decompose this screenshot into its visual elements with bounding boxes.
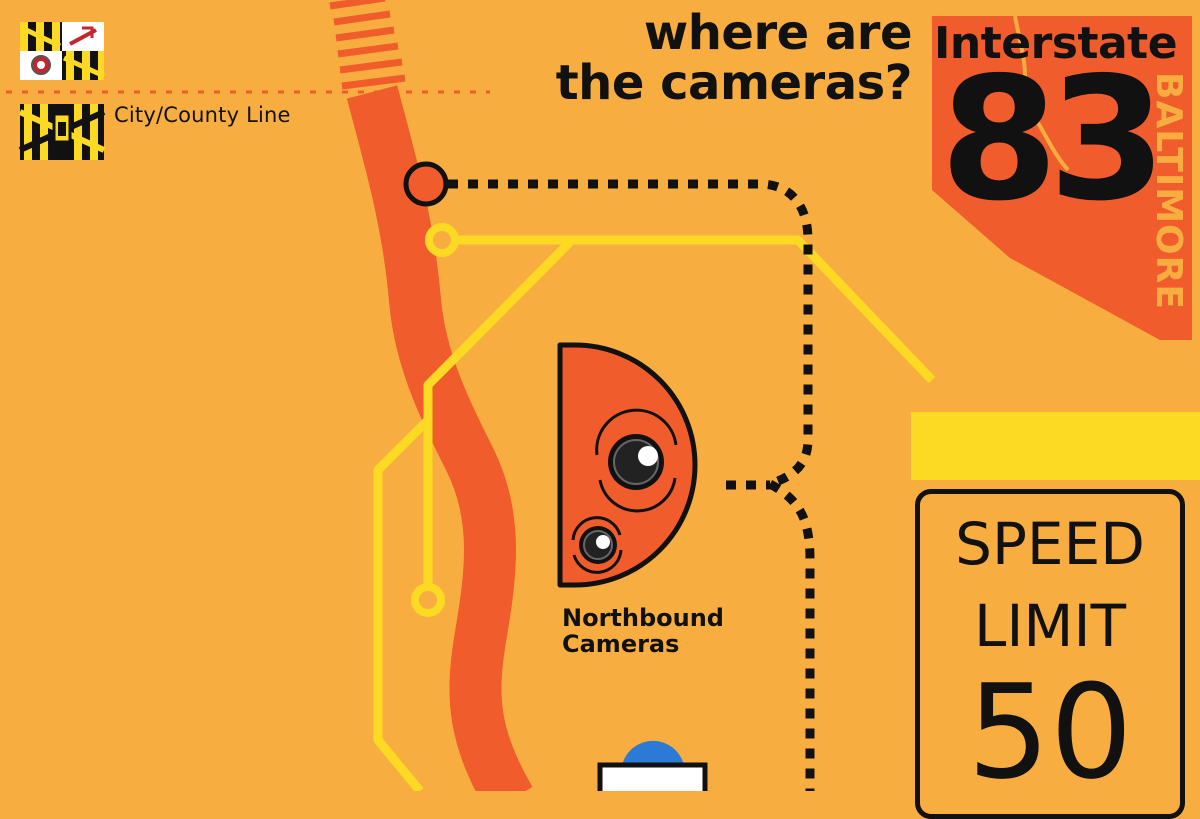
headline-line-1: where are xyxy=(643,5,913,61)
sign-limit-text: LIMIT xyxy=(974,592,1126,660)
road-stripes xyxy=(329,0,406,90)
headline-line-2: the cameras? xyxy=(555,55,913,111)
badge-route-number: 83 xyxy=(940,41,1167,239)
camera-route-dashed xyxy=(448,179,815,791)
badge-city-name: BALTIMORE xyxy=(1148,72,1189,310)
speed-limit-sign: SPEED LIMIT 50 xyxy=(915,489,1185,819)
partial-device-icon xyxy=(597,740,708,791)
badge-route-line xyxy=(1013,15,1070,172)
sign-speed-text: SPEED xyxy=(955,510,1145,578)
baltimore-flag-icon xyxy=(18,104,106,160)
yellow-road-network xyxy=(373,235,936,791)
interchange-circle xyxy=(425,223,459,257)
cam-label-line-1: Northbound xyxy=(562,604,724,632)
cam-label-line-2: Cameras xyxy=(562,630,680,658)
page-headline: where are the cameras? xyxy=(555,5,913,111)
maryland-flag-icon xyxy=(20,22,106,80)
yellow-banner xyxy=(911,412,1200,480)
interchange-circle xyxy=(411,583,445,617)
city-county-line-label: City/County Line xyxy=(114,103,291,127)
i83-road xyxy=(346,85,533,791)
camera-location-marker xyxy=(403,161,449,207)
badge-word: Interstate xyxy=(934,18,1178,69)
speed-camera-icon xyxy=(557,342,698,588)
route-map xyxy=(6,0,1192,791)
northbound-cameras-label: Northbound Cameras xyxy=(562,605,724,657)
interstate-83-badge xyxy=(932,16,1192,340)
sign-speed-value: 50 xyxy=(967,656,1133,808)
